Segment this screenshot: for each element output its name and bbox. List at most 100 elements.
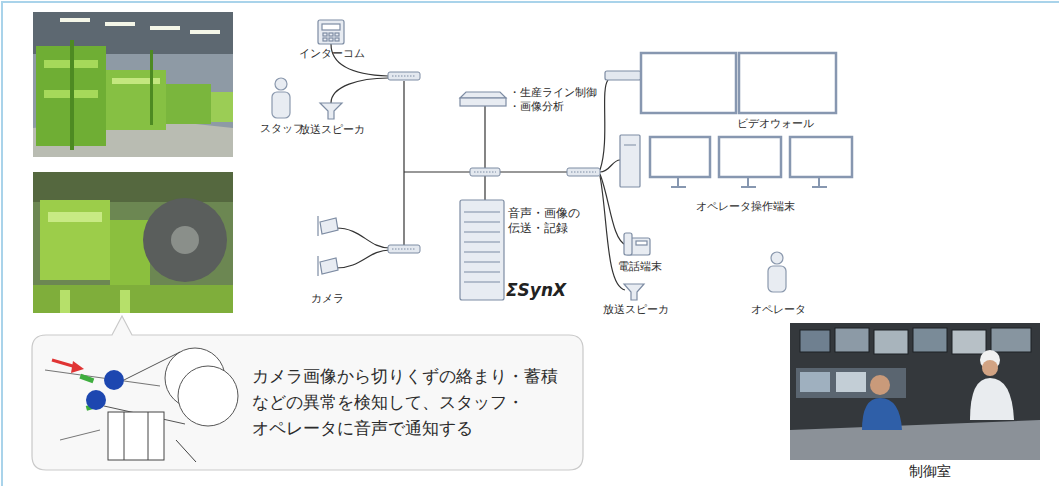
label-text: オペレータ操作端末 bbox=[696, 200, 795, 214]
wire bbox=[484, 176, 485, 200]
photo-leg bbox=[60, 290, 70, 313]
photo-structure bbox=[106, 70, 166, 130]
controller-top bbox=[460, 92, 506, 98]
intercom-key bbox=[335, 38, 339, 41]
photo-monitor bbox=[952, 330, 986, 354]
pc-slot bbox=[624, 145, 636, 146]
phone-icon bbox=[624, 233, 650, 255]
switch-body bbox=[388, 245, 420, 253]
label-text: インターコム bbox=[299, 47, 365, 61]
camera-icon bbox=[318, 216, 338, 276]
intercom-key bbox=[329, 38, 333, 41]
photo-monitor bbox=[835, 328, 869, 352]
label-text: カメラ bbox=[311, 292, 344, 306]
switch-ports bbox=[392, 249, 416, 250]
label-text: ・画像分析 bbox=[509, 100, 597, 114]
control-room-photo bbox=[790, 323, 1040, 460]
server-slot bbox=[464, 221, 500, 222]
wire bbox=[484, 106, 485, 168]
person-head bbox=[275, 78, 287, 90]
photo-console bbox=[796, 368, 906, 398]
phone-handset bbox=[624, 233, 632, 255]
person-label: スタッフ bbox=[260, 122, 304, 136]
monitor bbox=[650, 137, 710, 177]
intercom-panel bbox=[322, 24, 340, 30]
intercom-key bbox=[323, 38, 327, 41]
frame-box bbox=[108, 412, 164, 460]
photo-person bbox=[982, 360, 998, 376]
phone-display bbox=[636, 241, 647, 245]
switch-body bbox=[567, 168, 600, 176]
person-label: オペレータ bbox=[751, 303, 806, 317]
photo-screen bbox=[800, 372, 830, 392]
frame-line bbox=[60, 430, 100, 440]
photo-machine bbox=[40, 200, 110, 280]
controller-front bbox=[460, 98, 506, 106]
wire bbox=[336, 250, 390, 268]
photo-caption: 制御室 bbox=[909, 463, 951, 481]
wire bbox=[600, 80, 608, 170]
photo-person bbox=[862, 398, 902, 430]
photo-desk bbox=[790, 420, 1040, 460]
server-slot bbox=[464, 251, 500, 252]
photo-coil bbox=[143, 198, 227, 282]
device-label: 放送スピーカ bbox=[603, 303, 669, 317]
server-slot bbox=[464, 271, 500, 272]
photo-monitor bbox=[913, 328, 947, 352]
person-icon bbox=[272, 78, 290, 118]
device-label: オペレータ操作端末 bbox=[696, 200, 795, 214]
frame-line bbox=[124, 412, 125, 460]
photo-screen bbox=[836, 372, 866, 392]
label-text: スタッフ bbox=[260, 122, 304, 136]
camera-mount bbox=[317, 216, 318, 236]
roller bbox=[104, 370, 124, 390]
switch-icon bbox=[388, 72, 420, 80]
photo-ground bbox=[33, 172, 233, 202]
device-label: 音声・画像の 伝送・記録 bbox=[508, 206, 590, 236]
process-sketch bbox=[45, 348, 238, 462]
monitor bbox=[790, 137, 852, 177]
switch-ports bbox=[392, 76, 416, 77]
server-slot bbox=[464, 241, 500, 242]
monitor-stand bbox=[671, 178, 827, 187]
frame-line bbox=[176, 440, 196, 462]
photo-person bbox=[870, 375, 890, 395]
speaker-icon bbox=[624, 284, 644, 300]
label-text: ・生産ライン制御 bbox=[509, 86, 597, 100]
coil bbox=[178, 366, 238, 426]
feed-arrow-head bbox=[71, 361, 84, 373]
label-text: ビデオウォール bbox=[737, 117, 814, 131]
label-text: 電話端末 bbox=[618, 260, 662, 274]
server-slot bbox=[464, 231, 500, 232]
wire bbox=[403, 81, 404, 245]
photo-pillar bbox=[70, 40, 74, 150]
photo-machine bbox=[48, 212, 102, 222]
photo-monitor bbox=[991, 328, 1031, 352]
device-label: ビデオウォール bbox=[737, 117, 814, 131]
monitor bbox=[719, 137, 781, 177]
server-body bbox=[460, 200, 504, 300]
device-label: 放送スピーカ bbox=[299, 123, 365, 137]
person-head bbox=[771, 252, 783, 264]
intercom-body bbox=[318, 20, 344, 44]
callout-box: カメラ画像から切りくずの絡まり・蓄積 などの異常を検知して、スタッフ・ オペレー… bbox=[32, 335, 583, 470]
photo-pillar bbox=[150, 50, 153, 125]
server-slot bbox=[464, 281, 500, 282]
photo-person bbox=[970, 378, 1014, 420]
wall-screen bbox=[739, 53, 836, 113]
device-label: インターコム bbox=[299, 47, 365, 61]
switch-ports bbox=[474, 172, 496, 173]
logo-text: ΣSynX bbox=[506, 280, 566, 300]
pc-tower bbox=[620, 135, 640, 187]
photo-structure bbox=[211, 92, 233, 122]
video-wall-icon bbox=[605, 53, 836, 113]
photo-ground bbox=[33, 172, 233, 313]
photo-light bbox=[105, 22, 135, 26]
intercom-key bbox=[329, 33, 333, 36]
intercom-key bbox=[323, 33, 327, 36]
photo-machine bbox=[110, 220, 150, 290]
roller bbox=[86, 390, 106, 410]
